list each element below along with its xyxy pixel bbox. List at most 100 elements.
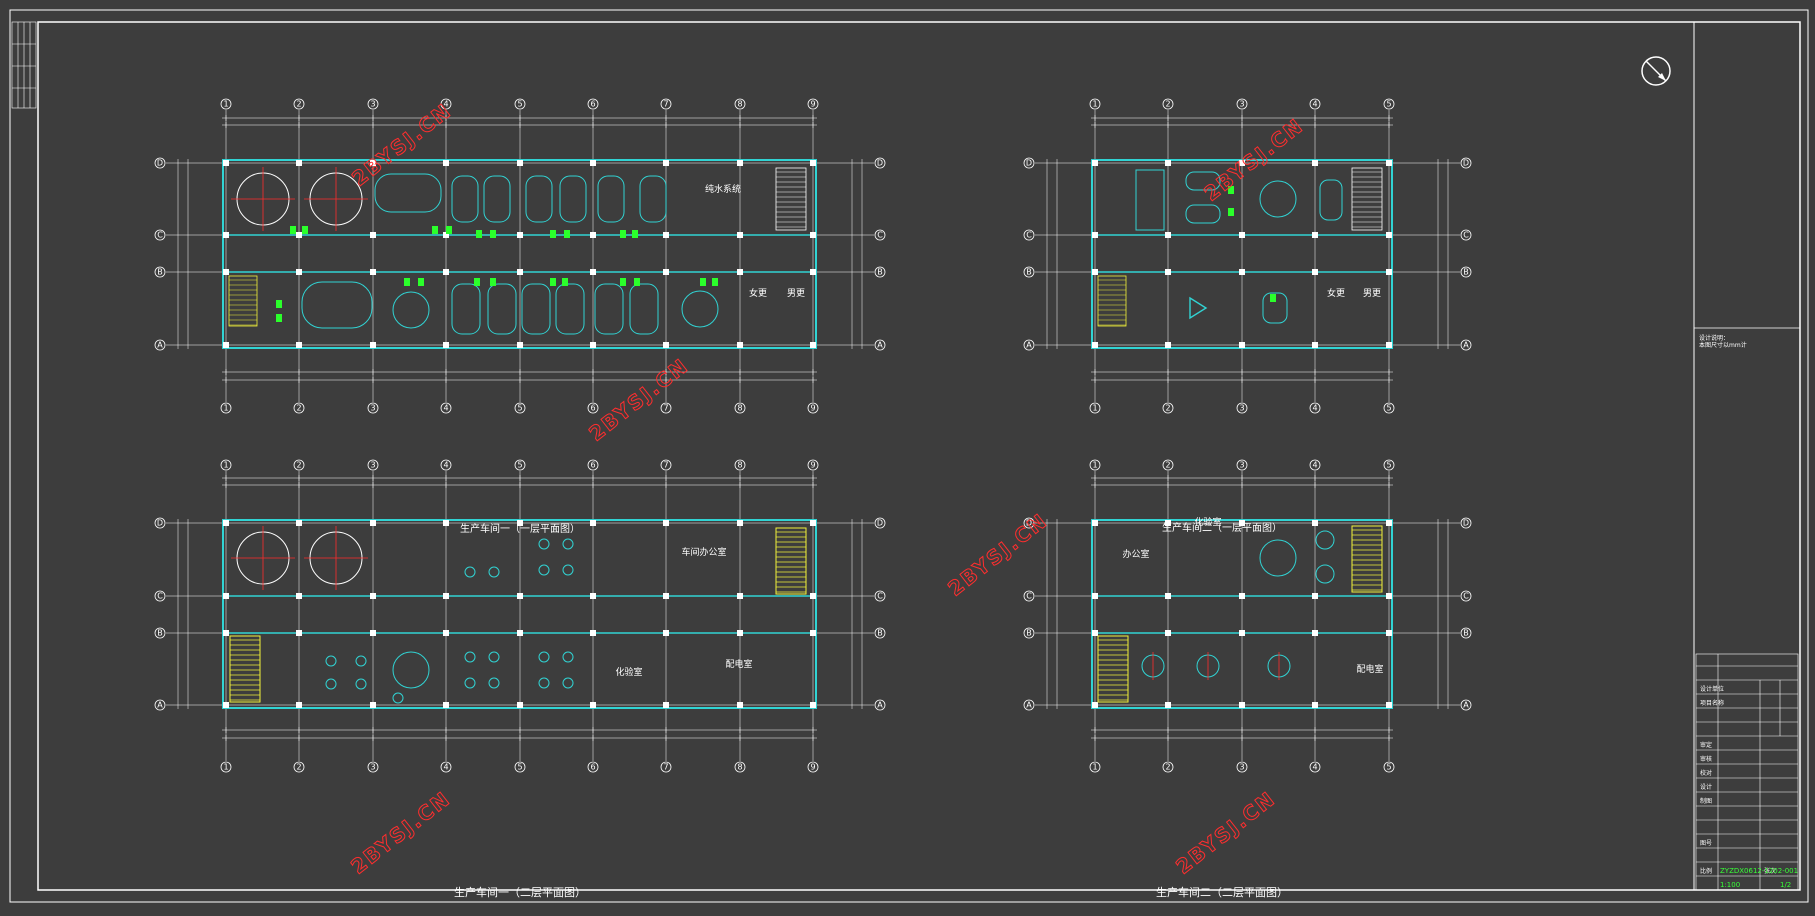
pump-icon <box>620 278 626 286</box>
column <box>370 232 376 238</box>
pump-icon <box>446 226 452 234</box>
column <box>1312 593 1318 599</box>
svg-text:本图尺寸以mm计: 本图尺寸以mm计 <box>1699 341 1747 349</box>
grid-number: 2 <box>1165 461 1170 470</box>
pump-icon <box>490 278 496 286</box>
column <box>1239 342 1245 348</box>
grid-bubble <box>734 98 746 110</box>
column <box>296 593 302 599</box>
column <box>590 630 596 636</box>
svg-text:校对: 校对 <box>1700 769 1712 777</box>
vertical-tank <box>594 283 624 335</box>
fixture <box>325 655 337 667</box>
grid-number: 7 <box>663 461 668 470</box>
watermark: 2BYSJ.CN <box>347 98 456 190</box>
grid-bubble <box>1162 459 1174 471</box>
grid-letter: D <box>1463 159 1469 168</box>
grid-number: 4 <box>1312 461 1317 470</box>
column <box>590 232 596 238</box>
grid-bubble <box>1460 627 1472 639</box>
room-label: 男更 <box>787 288 805 299</box>
pump-icon <box>1228 208 1234 216</box>
column <box>370 702 376 708</box>
grid-letter: A <box>1463 341 1469 350</box>
grid-bubble <box>660 98 672 110</box>
grid-bubble <box>1383 459 1395 471</box>
inner-frame <box>37 21 1801 891</box>
fixture <box>562 564 574 576</box>
fixture <box>538 677 550 689</box>
grid-bubble <box>1162 402 1174 414</box>
fixture <box>355 678 367 690</box>
column <box>517 520 523 526</box>
column <box>370 269 376 275</box>
grid-bubble <box>1383 402 1395 414</box>
column <box>1239 160 1245 166</box>
grid-number: 7 <box>663 763 668 772</box>
grid-number: 3 <box>370 763 375 772</box>
grid-number: 3 <box>370 100 375 109</box>
grid-bubble <box>220 761 232 773</box>
column <box>663 342 669 348</box>
grid-bubble <box>734 459 746 471</box>
svg-text:设计说明：: 设计说明： <box>1699 334 1729 342</box>
grid-bubble <box>587 402 599 414</box>
grid-bubble <box>367 761 379 773</box>
grid-bubble <box>1089 98 1101 110</box>
grid-bubble <box>1089 402 1101 414</box>
grid-letter: B <box>877 268 883 277</box>
svg-text:审核: 审核 <box>1700 755 1712 763</box>
grid-number: 1 <box>223 763 228 772</box>
equipment <box>1135 169 1165 231</box>
grid-bubble <box>1460 157 1472 169</box>
pump-icon <box>1270 294 1276 302</box>
mixing-tank <box>681 290 719 328</box>
grid-number: 4 <box>1312 763 1317 772</box>
staircase <box>1351 167 1383 231</box>
room-label: 车间办公室 <box>681 546 726 558</box>
column <box>663 593 669 599</box>
inner-plan-title: 生产车间一（一层平面图） <box>460 522 580 535</box>
north-arrow-icon <box>1641 56 1671 86</box>
grid-bubble <box>154 157 166 169</box>
grid-bubble <box>1236 402 1248 414</box>
grid-letter: A <box>1463 701 1469 710</box>
vertical-tank <box>1262 292 1288 324</box>
staircase <box>1351 525 1383 593</box>
column <box>296 702 302 708</box>
grid-number: 5 <box>1386 763 1391 772</box>
fixture <box>464 677 476 689</box>
fixture <box>1315 564 1335 584</box>
column <box>1239 593 1245 599</box>
room-label: 女更 <box>1327 287 1345 299</box>
grid-bubble <box>293 98 305 110</box>
room-label: 化验室 <box>615 666 642 678</box>
column <box>443 160 449 166</box>
column <box>517 593 523 599</box>
column <box>590 269 596 275</box>
grid-bubble <box>1162 98 1174 110</box>
column <box>517 160 523 166</box>
grid-bubble <box>1460 339 1472 351</box>
fixture <box>488 651 500 663</box>
grid-bubble <box>1460 229 1472 241</box>
grid-number: 2 <box>1165 404 1170 413</box>
grid-bubble <box>154 699 166 711</box>
grid-bubble <box>874 627 886 639</box>
column <box>517 269 523 275</box>
column <box>590 160 596 166</box>
grid-bubble <box>440 459 452 471</box>
column <box>443 232 449 238</box>
column <box>223 160 229 166</box>
grid-number: 9 <box>810 404 815 413</box>
grid-bubble <box>1023 590 1035 602</box>
svg-text:比例: 比例 <box>1700 867 1712 875</box>
pump-icon <box>290 226 296 234</box>
pump-icon <box>490 230 496 238</box>
pump-icon <box>276 314 282 322</box>
pump-icon <box>632 230 638 238</box>
mixing-tank <box>392 651 430 689</box>
grid-number: 2 <box>296 404 301 413</box>
grid-number: 7 <box>663 100 668 109</box>
